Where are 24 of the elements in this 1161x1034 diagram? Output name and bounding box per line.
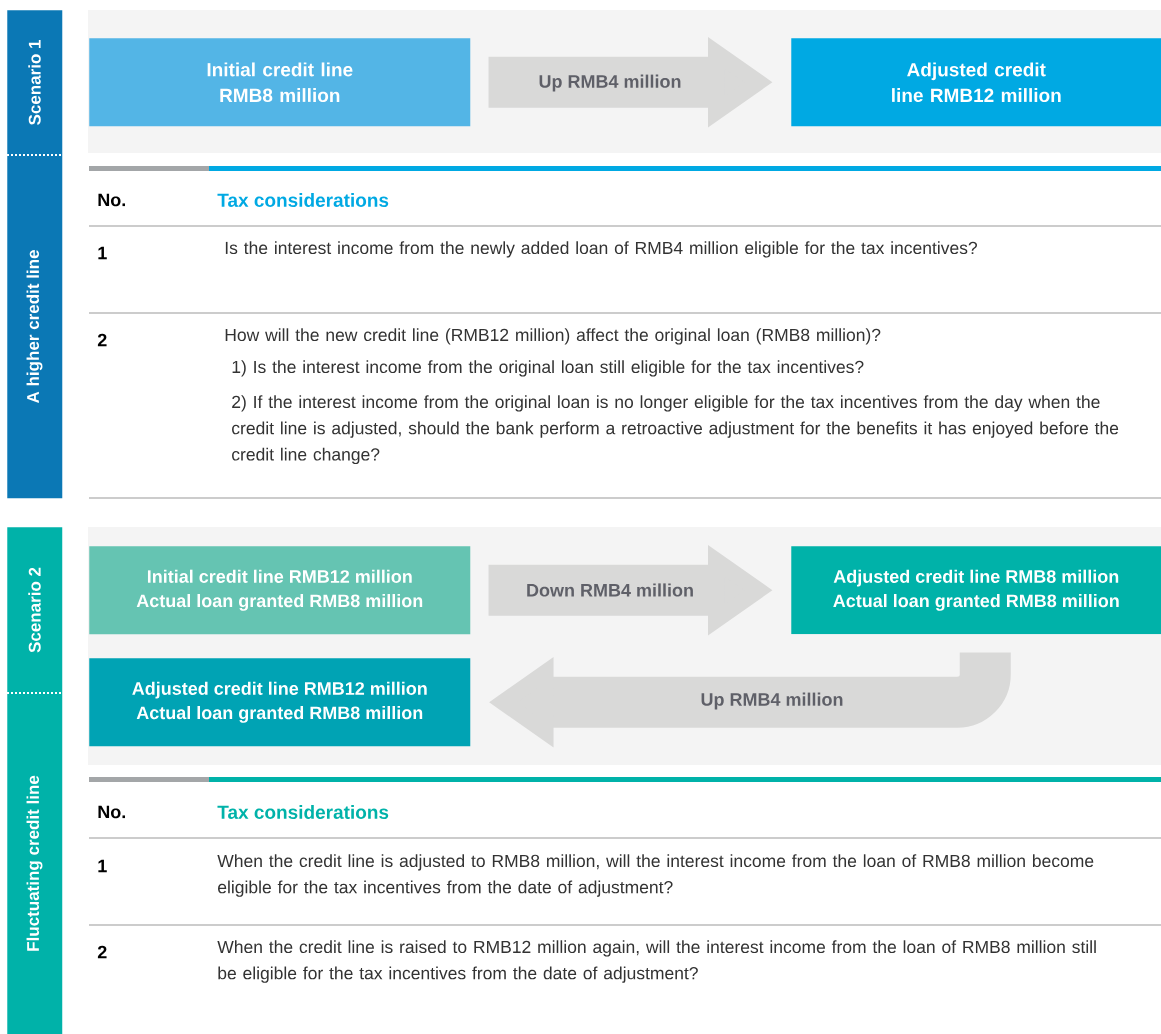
table-cell: When the credit line is raised to RMB12 million again, will the interest income from the loan of RMB8 million still be eligible for the tax incentives from the date of adjustment? [217, 940, 1096, 983]
table-cell: How will the new credit line (RMB12 million) affect the original loan (RMB8 million)? [225, 328, 881, 345]
table-cell: When the credit line is adjusted to RMB8 million, will the interest income from the loan of RMB8 million become eligible for the tax incentives from the date of adjustment? [217, 854, 1094, 897]
side-band: Scenario 1 A higher credit line [6, 10, 63, 499]
credit-box: Initial credit line RMB8 million [89, 38, 471, 127]
side-band: Scenario 2 Fluctuating credit line [6, 527, 63, 1034]
edge-label: Up RMB4 million [537, 73, 683, 93]
column-header: Tax considerations [217, 805, 389, 819]
edge-label: Down RMB4 million [524, 582, 696, 598]
credit-box: Adjusted credit line RMB8 million Actual loan granted RMB8 million [791, 546, 1161, 635]
list-item: 1) Is the interest income from the original loan still eligible for the tax incentives? [232, 360, 864, 377]
column-header: No. [98, 193, 126, 207]
credit-box: Initial credit line RMB12 million Actual loan granted RMB8 million [89, 546, 471, 635]
credit-box: Adjusted credit line RMB12 million Actual loan granted RMB8 million [89, 658, 471, 747]
column-header: No. [98, 805, 126, 819]
row-number: 1 [98, 246, 107, 260]
table-cell: Is the interest income from the newly added loan of RMB4 million eligible for the tax incentives? [225, 241, 977, 258]
column-header: Tax considerations [217, 193, 389, 207]
credit-box: Adjusted credit line RMB12 million [791, 38, 1161, 127]
row-number: 2 [97, 945, 107, 959]
list-item: 2) If the interest income from the original loan is no longer eligible for the tax incentives from the day when the credit line is adjusted, should the bank perform a retroactive adjustment for the benefits it has enjoyed before the credit line change? [232, 395, 1119, 465]
row-number: 1 [98, 859, 107, 873]
edge-label: Up RMB4 million [699, 691, 845, 711]
row-number: 2 [97, 333, 107, 347]
